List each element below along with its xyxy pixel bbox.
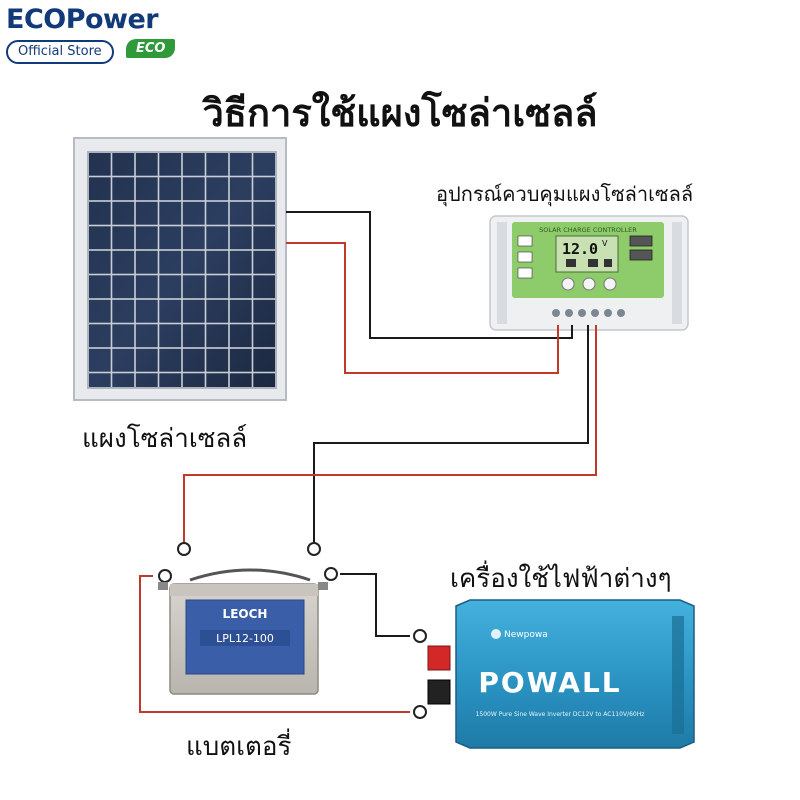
wires-controller-battery bbox=[183, 325, 597, 542]
charge-controller: SOLAR CHARGE CONTROLLER 12.0 V bbox=[489, 215, 689, 331]
logo-brand: ECOPower bbox=[6, 4, 159, 35]
inverter-spec: 1500W Pure Sine Wave Inverter DC12V to A… bbox=[476, 711, 645, 718]
appliance-label: เครื่องใช้ไฟฟ้าต่างๆ bbox=[450, 564, 672, 594]
wires-battery-inverter bbox=[139, 573, 410, 713]
battery-label: แบตเตอรี่ bbox=[186, 732, 292, 762]
page-title: วิธีการใช้แผงโซล่าเซลล์ bbox=[202, 91, 598, 135]
controller-label: อุปกรณ์ควบคุมแผงโซล่าเซลล์ bbox=[436, 182, 694, 206]
solar-panel bbox=[73, 137, 287, 401]
battery-model: LPL12-100 bbox=[216, 632, 274, 645]
inverter-name: POWALL bbox=[478, 666, 621, 699]
controller-header: SOLAR CHARGE CONTROLLER bbox=[539, 226, 637, 234]
controller-display: 12.0 bbox=[562, 240, 598, 258]
battery-brand: LEOCH bbox=[223, 607, 268, 621]
inverter: Newpowa POWALL 1500W Pure Sine Wave Inve… bbox=[427, 599, 695, 749]
logo-eco-badge: ECO bbox=[126, 39, 176, 58]
wires-panel-controller bbox=[286, 211, 573, 374]
panel-label: แผงโซล่าเซลล์ bbox=[82, 424, 248, 454]
inverter-brand: Newpowa bbox=[504, 630, 548, 640]
logo-store-badge: Official Store bbox=[6, 40, 114, 64]
logo: ECOPower Official Store ECO bbox=[6, 4, 186, 64]
battery: LEOCH LPL12-100 bbox=[158, 568, 328, 695]
ring-terminals bbox=[158, 542, 427, 719]
controller-display-unit: V bbox=[602, 239, 608, 248]
